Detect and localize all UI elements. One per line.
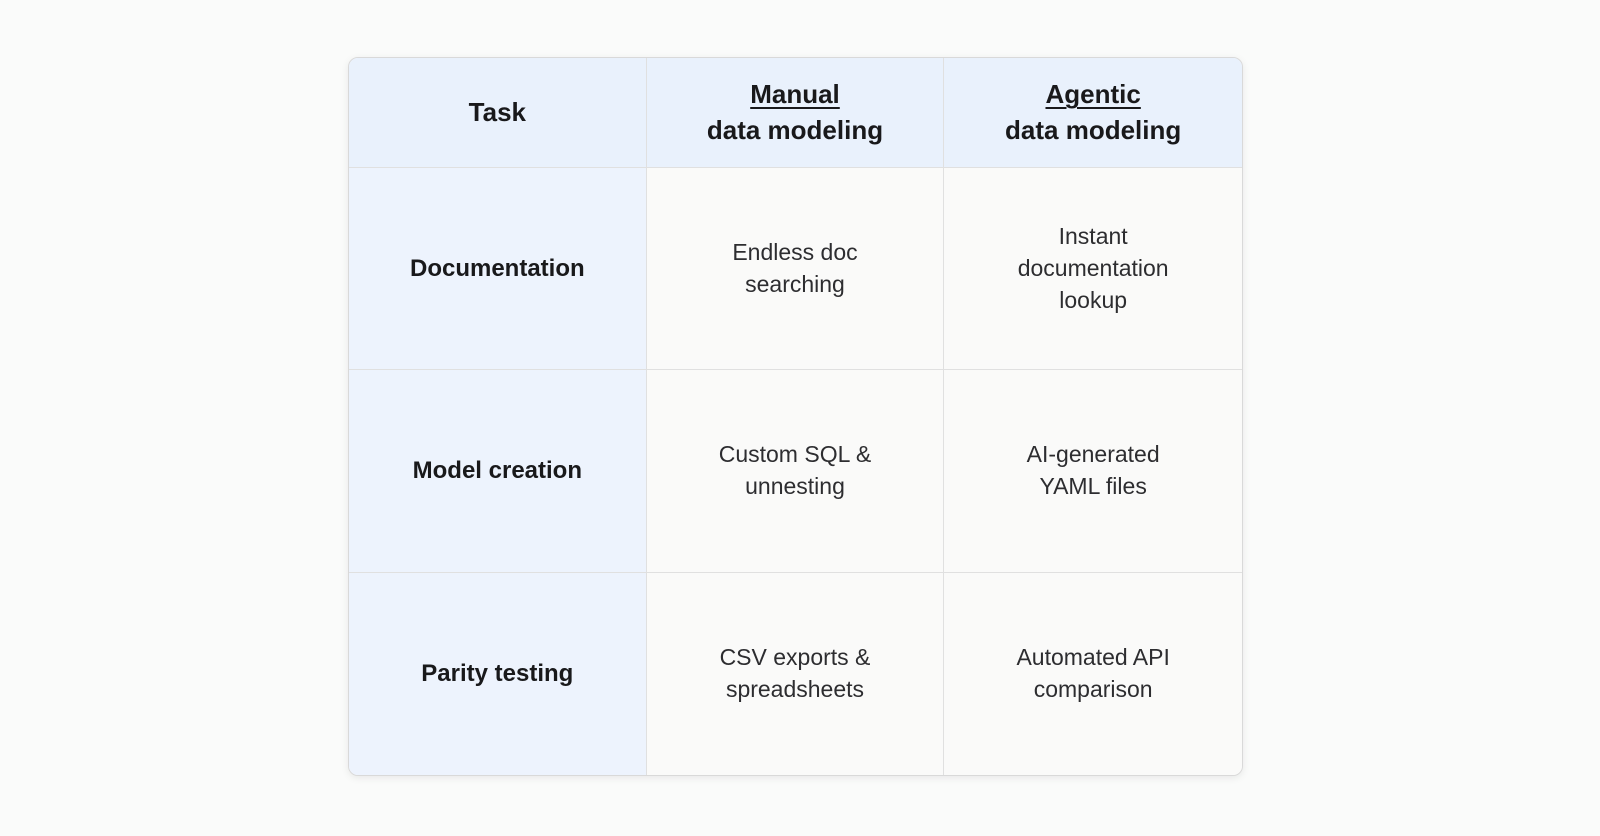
manual-cell-model-creation: Custom SQL & unnesting bbox=[646, 370, 945, 573]
manual-cell-parity-testing: CSV exports & spreadsheets bbox=[646, 572, 945, 775]
row-label-model-creation: Model creation bbox=[349, 370, 647, 573]
agentic-cell-documentation: Instant documentation lookup bbox=[944, 168, 1242, 371]
header-cell-task: Task bbox=[349, 58, 647, 168]
agentic-header-title: Agentic bbox=[1045, 79, 1141, 110]
task-column-header: Task bbox=[468, 96, 526, 127]
header-cell-manual: Manual data modeling bbox=[646, 58, 945, 168]
header-cell-agentic: Agentic data modeling bbox=[944, 58, 1242, 168]
agentic-cell-parity-testing: Automated API comparison bbox=[944, 572, 1242, 775]
manual-header-title: Manual bbox=[750, 79, 840, 110]
agentic-cell-model-creation: AI-generated YAML files bbox=[944, 370, 1242, 573]
row-label-documentation: Documentation bbox=[349, 168, 647, 371]
manual-cell-documentation: Endless doc searching bbox=[646, 168, 945, 371]
comparison-table: Task Manual data modeling Agentic data m… bbox=[348, 57, 1243, 776]
agentic-header-subtitle: data modeling bbox=[1005, 114, 1182, 145]
manual-header-subtitle: data modeling bbox=[706, 114, 884, 145]
row-label-parity-testing: Parity testing bbox=[349, 572, 647, 775]
